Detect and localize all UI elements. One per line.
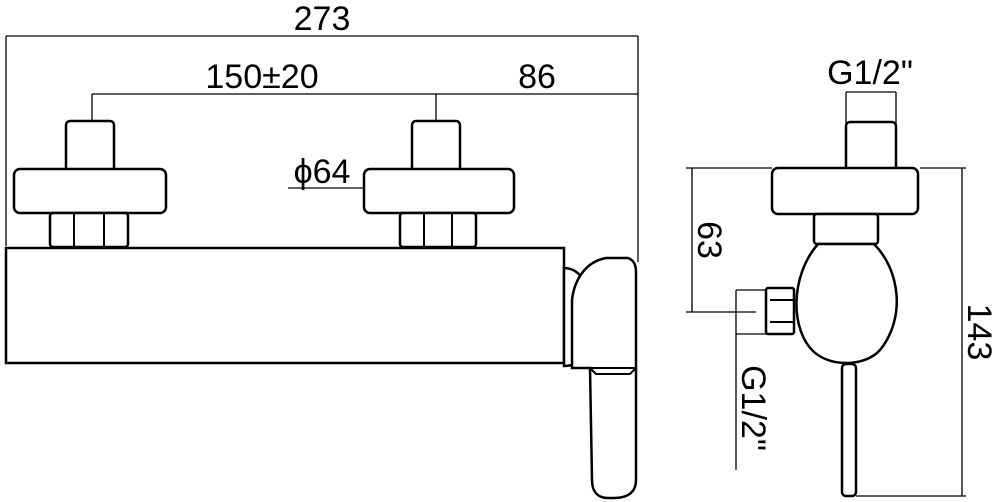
dim-outlet-offset: 86 xyxy=(436,58,638,96)
dim-depth: 63 xyxy=(686,167,772,313)
dim-escutcheon-diameter-label: ϕ64 xyxy=(294,153,351,191)
side-view: G1/2" 63 143 G1/2" xyxy=(686,54,998,498)
dim-inlet-spacing-label: 150±20 xyxy=(205,58,318,96)
dim-overall-height: 143 xyxy=(856,167,998,497)
front-view: 273 150±20 86 ϕ64 xyxy=(4,0,639,500)
dim-escutcheon-diameter: ϕ64 xyxy=(288,153,364,191)
dim-side-outlet-label: G1/2" xyxy=(734,365,772,451)
right-inlet xyxy=(362,119,516,249)
side-nut xyxy=(812,212,880,246)
side-body xyxy=(795,242,898,365)
dim-top-connection: G1/2" xyxy=(827,54,913,124)
side-outlet-stub xyxy=(764,286,796,336)
left-inlet xyxy=(12,119,168,249)
dim-top-connection-label: G1/2" xyxy=(827,54,913,92)
dim-inlet-spacing: 150±20 xyxy=(91,58,437,122)
lever-handle-side xyxy=(840,362,858,498)
dim-side-outlet: G1/2" xyxy=(734,289,772,470)
dim-overall-width-label: 273 xyxy=(294,0,351,38)
lever-handle-front xyxy=(562,256,638,500)
mixer-body xyxy=(4,246,566,365)
dim-depth-label: 63 xyxy=(690,221,728,259)
dim-outlet-offset-label: 86 xyxy=(518,58,556,96)
dim-overall-width: 273 xyxy=(5,0,639,262)
side-escutcheon xyxy=(770,166,920,216)
top-connector xyxy=(844,120,898,174)
dim-overall-height-label: 143 xyxy=(960,304,998,361)
